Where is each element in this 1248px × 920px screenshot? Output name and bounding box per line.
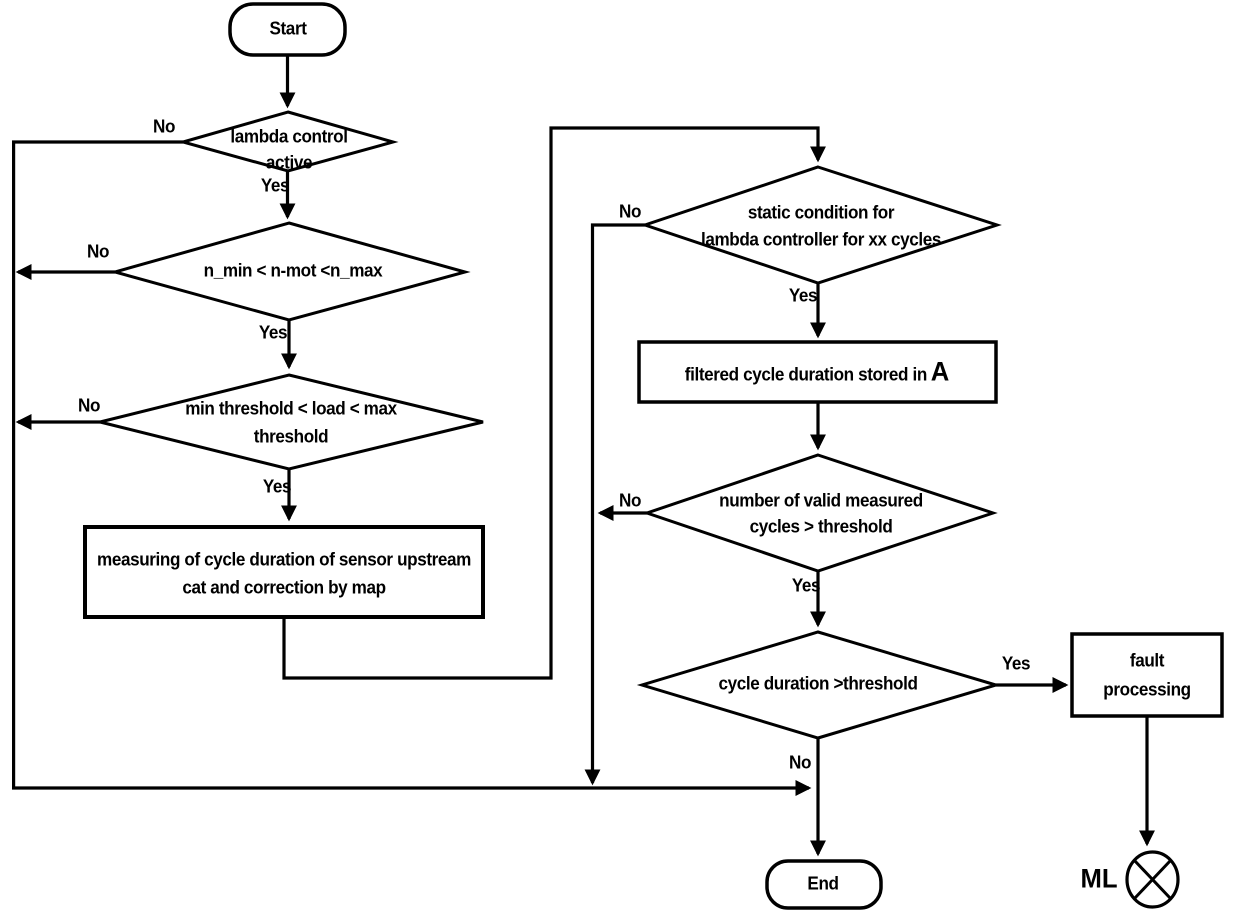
decision-static-condition-node bbox=[640, 165, 1002, 285]
start-label: Start bbox=[269, 18, 307, 39]
decision-static-condition-yes-label: Yes bbox=[788, 285, 818, 306]
decision-engine-speed-no-label: No bbox=[86, 241, 110, 262]
decision-static-condition-text-line1: static condition for bbox=[747, 202, 895, 223]
malfunction-lamp-label: ML bbox=[1080, 863, 1118, 894]
decision-valid-cycles-text-line2: cycles > threshold bbox=[749, 516, 893, 537]
crossed-circle-lamp-icon bbox=[1125, 850, 1180, 909]
decision-lambda-active-no-label: No bbox=[152, 116, 176, 137]
decision-load-text-line1: min threshold < load < max bbox=[185, 398, 397, 419]
edge-lambda-active-no bbox=[12, 140, 812, 796]
decision-load-no-label: No bbox=[77, 395, 101, 416]
start-node bbox=[228, 2, 347, 57]
decision-load-text-line2: threshold bbox=[253, 426, 329, 447]
process-measuring-node bbox=[83, 525, 485, 619]
decision-engine-speed-node bbox=[109, 221, 471, 322]
process-fault-node bbox=[1070, 632, 1224, 718]
decision-static-condition-no-label: No bbox=[618, 201, 642, 222]
end-label: End bbox=[807, 873, 839, 894]
process-filtered-store-text-main: filtered cycle duration stored in bbox=[684, 364, 927, 385]
decision-cycle-duration-text: cycle duration >threshold bbox=[718, 673, 918, 694]
decision-cycle-duration-no-label: No bbox=[788, 752, 812, 773]
decision-load-yes-label: Yes bbox=[262, 476, 292, 497]
decision-lambda-active-text-line1: lambda control bbox=[230, 126, 348, 147]
process-measuring-text-line2: cat and correction by map bbox=[182, 577, 386, 598]
end-node bbox=[765, 859, 883, 910]
decision-valid-cycles-text-line1: number of valid measured bbox=[719, 490, 923, 511]
decision-static-condition-text-line2: lambda controller for xx cycles bbox=[700, 229, 942, 250]
edge-static-condition-no bbox=[584, 223, 645, 786]
process-filtered-store-variable: A bbox=[930, 356, 950, 387]
decision-cycle-duration-node bbox=[636, 630, 1002, 740]
decision-valid-cycles-yes-label: Yes bbox=[791, 575, 821, 596]
edge-measuring-to-static-condition bbox=[282, 126, 826, 680]
decision-cycle-duration-yes-label: Yes bbox=[1001, 653, 1031, 674]
process-fault-text-line2: processing bbox=[1103, 679, 1191, 700]
decision-valid-cycles-node bbox=[642, 453, 998, 573]
decision-lambda-active-yes-label: Yes bbox=[260, 175, 290, 196]
decision-load-node bbox=[99, 373, 484, 471]
decision-lambda-active-node bbox=[177, 110, 399, 173]
decision-valid-cycles-no-label: No bbox=[618, 490, 642, 511]
decision-engine-speed-text: n_min < n-mot <n_max bbox=[203, 260, 383, 281]
process-filtered-store-node bbox=[637, 340, 998, 404]
decision-lambda-active-text-line2: active bbox=[265, 152, 313, 173]
process-fault-text-line1: fault bbox=[1129, 650, 1165, 671]
decision-engine-speed-yes-label: Yes bbox=[258, 322, 288, 343]
process-measuring-text-line1: measuring of cycle duration of sensor up… bbox=[96, 549, 472, 570]
